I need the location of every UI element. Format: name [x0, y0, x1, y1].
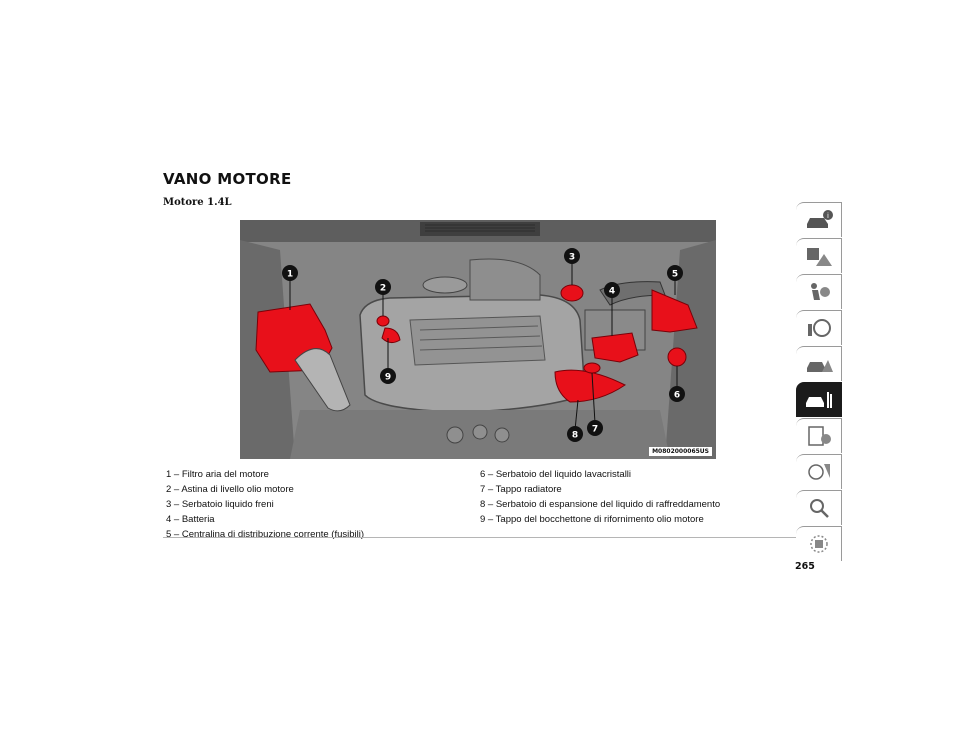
svg-text:i: i: [827, 212, 829, 220]
callout-1: 1: [282, 265, 298, 281]
callout-7: 7: [587, 420, 603, 436]
svg-text:4: 4: [609, 287, 615, 297]
tab-specifications[interactable]: [796, 418, 842, 453]
page-title: VANO MOTORE: [163, 170, 292, 188]
tab-car-info[interactable]: i: [796, 202, 842, 237]
airbag-icon: [810, 283, 830, 300]
legend-item: 7 – Tappo radiatore: [480, 484, 562, 495]
legend-item: 3 – Serbatoio liquido freni: [166, 499, 274, 510]
tab-language-index[interactable]: [796, 526, 842, 561]
svg-text:6: 6: [674, 391, 680, 401]
legend-column-left: 1 – Filtro aria del motore 2 – Astina di…: [166, 467, 364, 542]
tab-multimedia[interactable]: [796, 454, 842, 489]
legend-item: 9 – Tappo del bocchettone di riforniment…: [480, 514, 704, 525]
car-info-icon: i: [806, 210, 833, 228]
svg-text:7: 7: [592, 425, 598, 435]
engine-illustration: 1 2 3 4 5 6 7 8 9: [240, 220, 716, 459]
section-divider: [163, 537, 813, 538]
emergency-icon: [806, 360, 833, 372]
search-icon: [809, 499, 829, 518]
callout-9: 9: [380, 368, 396, 384]
callout-8: 8: [567, 426, 583, 442]
svg-text:9: 9: [385, 373, 391, 383]
svg-text:8: 8: [572, 431, 578, 441]
legend-item: 8 – Serbatoio di espansione del liquido …: [480, 499, 721, 510]
tab-search[interactable]: [796, 490, 842, 525]
engine-compartment-figure: 1 2 3 4 5 6 7 8 9 M0802000065US: [240, 220, 716, 459]
legend-item: 2 – Astina di livello olio motore: [166, 484, 294, 495]
tab-warning-lights[interactable]: [796, 238, 842, 273]
callout-5: 5: [667, 265, 683, 281]
specifications-icon: [807, 426, 831, 446]
svg-text:2: 2: [380, 284, 386, 294]
tab-car-service[interactable]: [796, 382, 842, 417]
svg-text:3: 3: [569, 253, 575, 263]
legend-item: 5 – Centralina di distribuzione corrente…: [166, 529, 365, 540]
legend-item: 6 – Serbatoio del liquido lavacristalli: [480, 469, 632, 480]
warning-lights-icon: [806, 248, 832, 266]
svg-text:1: 1: [287, 270, 293, 280]
legend-item: 1 – Filtro aria del motore: [166, 469, 269, 480]
figure-code: M0802000065US: [649, 447, 712, 456]
page-number: 265: [795, 561, 815, 572]
svg-text:5: 5: [672, 270, 678, 280]
tab-emergency[interactable]: [796, 346, 842, 381]
callout-3: 3: [564, 248, 580, 264]
callout-4: 4: [604, 282, 620, 298]
multimedia-icon: [807, 464, 830, 480]
callout-2: 2: [375, 279, 391, 295]
section-subtitle: Motore 1.4L: [163, 197, 232, 208]
callout-6: 6: [669, 386, 685, 402]
legend-column-right: 6 – Serbatoio del liquido lavacristalli …: [480, 467, 720, 527]
chapter-tabs: i: [796, 202, 842, 562]
language-index-icon: [809, 535, 828, 553]
car-service-icon: [805, 392, 832, 408]
steering-wheel-icon: [807, 319, 831, 337]
legend-item: 4 – Batteria: [166, 514, 215, 525]
tab-airbag[interactable]: [796, 274, 842, 309]
tab-steering[interactable]: [796, 310, 842, 345]
